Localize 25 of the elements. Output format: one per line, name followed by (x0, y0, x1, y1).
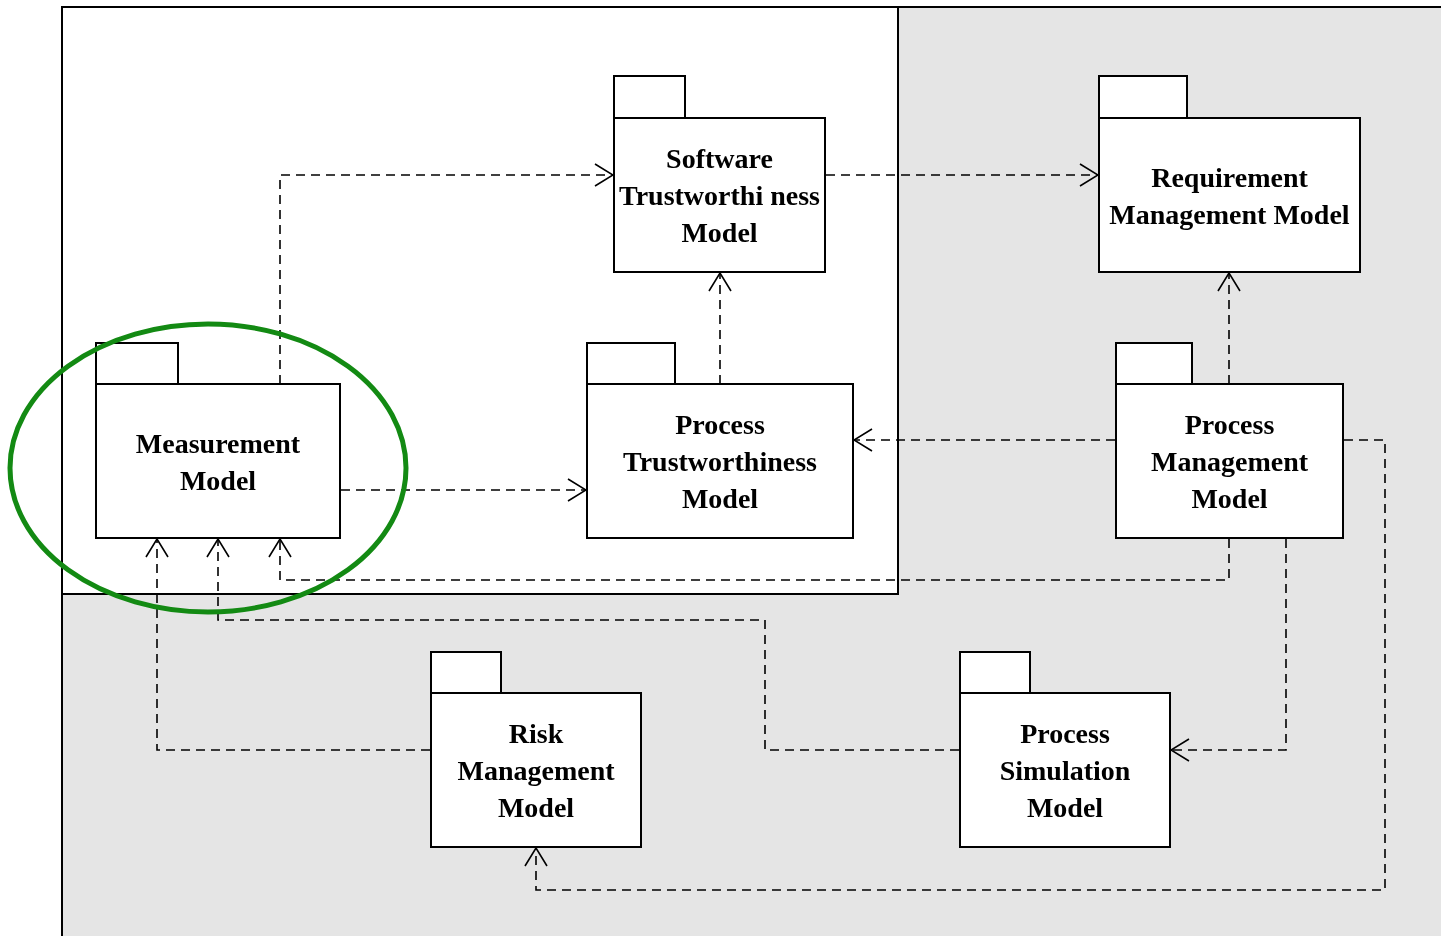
package-label: Software Trustworthi ness Model (619, 142, 820, 250)
package-box (95, 342, 341, 539)
dependency-arrow (1170, 538, 1287, 762)
package-label: Process Simulation Model (998, 717, 1132, 825)
dependency-arrow (268, 538, 1230, 581)
dependency-arrow (524, 439, 1386, 891)
dependency-arrow (853, 428, 1116, 452)
dependency-arrow (279, 163, 614, 385)
package-box (959, 651, 1171, 848)
package-label: Process Trustworthiness Model (622, 408, 818, 516)
dependency-arrow (145, 538, 431, 751)
package-box (1115, 342, 1344, 539)
package-box (613, 75, 826, 273)
dependency-arrow (340, 478, 587, 502)
package-label: Measurement Model (134, 426, 302, 498)
package-label: Risk Management Model (456, 717, 616, 825)
package-box (1098, 75, 1361, 273)
package-box (430, 651, 642, 848)
dependency-arrow (1217, 272, 1241, 385)
package-label: Process Management Model (1149, 408, 1310, 516)
dependency-arrow (708, 272, 732, 385)
package-box (586, 342, 854, 539)
dependency-arrow (206, 538, 960, 751)
package-label: Requirement Management Model (1108, 160, 1351, 232)
dependency-arrow (825, 163, 1099, 187)
